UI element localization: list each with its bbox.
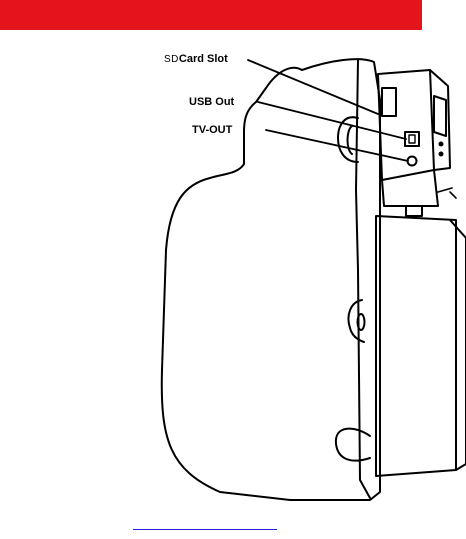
lower-notch (336, 429, 370, 461)
header-color-band (0, 0, 422, 30)
port-module-outline (378, 70, 434, 180)
sd-prefix-text: SD (164, 54, 179, 65)
card-slot-text: Card Slot (179, 53, 228, 65)
indicator-dot-1 (440, 143, 443, 146)
sd-card-slot-label: SDCard Slot (164, 53, 228, 66)
device-diagram: SDCard Slot USB Out TV-OUT (160, 40, 466, 510)
middle-notch (349, 300, 365, 342)
sd-card-slot-shape (382, 88, 396, 116)
hyperlink-underline[interactable] (133, 529, 277, 530)
usb-port-inner (409, 135, 415, 143)
lower-pack-front (376, 216, 456, 476)
port-module-window (434, 96, 446, 136)
tv-out-label: TV-OUT (192, 124, 232, 136)
upper-handle-inner (348, 126, 353, 154)
camera-side-view-drawing (160, 40, 466, 510)
usb-port-shape (405, 132, 419, 146)
usb-out-label: USB Out (189, 96, 234, 108)
indicator-dot-2 (440, 153, 443, 156)
connector-neck (406, 206, 422, 216)
cable-hook (438, 188, 456, 198)
lower-pack-side (450, 220, 466, 470)
